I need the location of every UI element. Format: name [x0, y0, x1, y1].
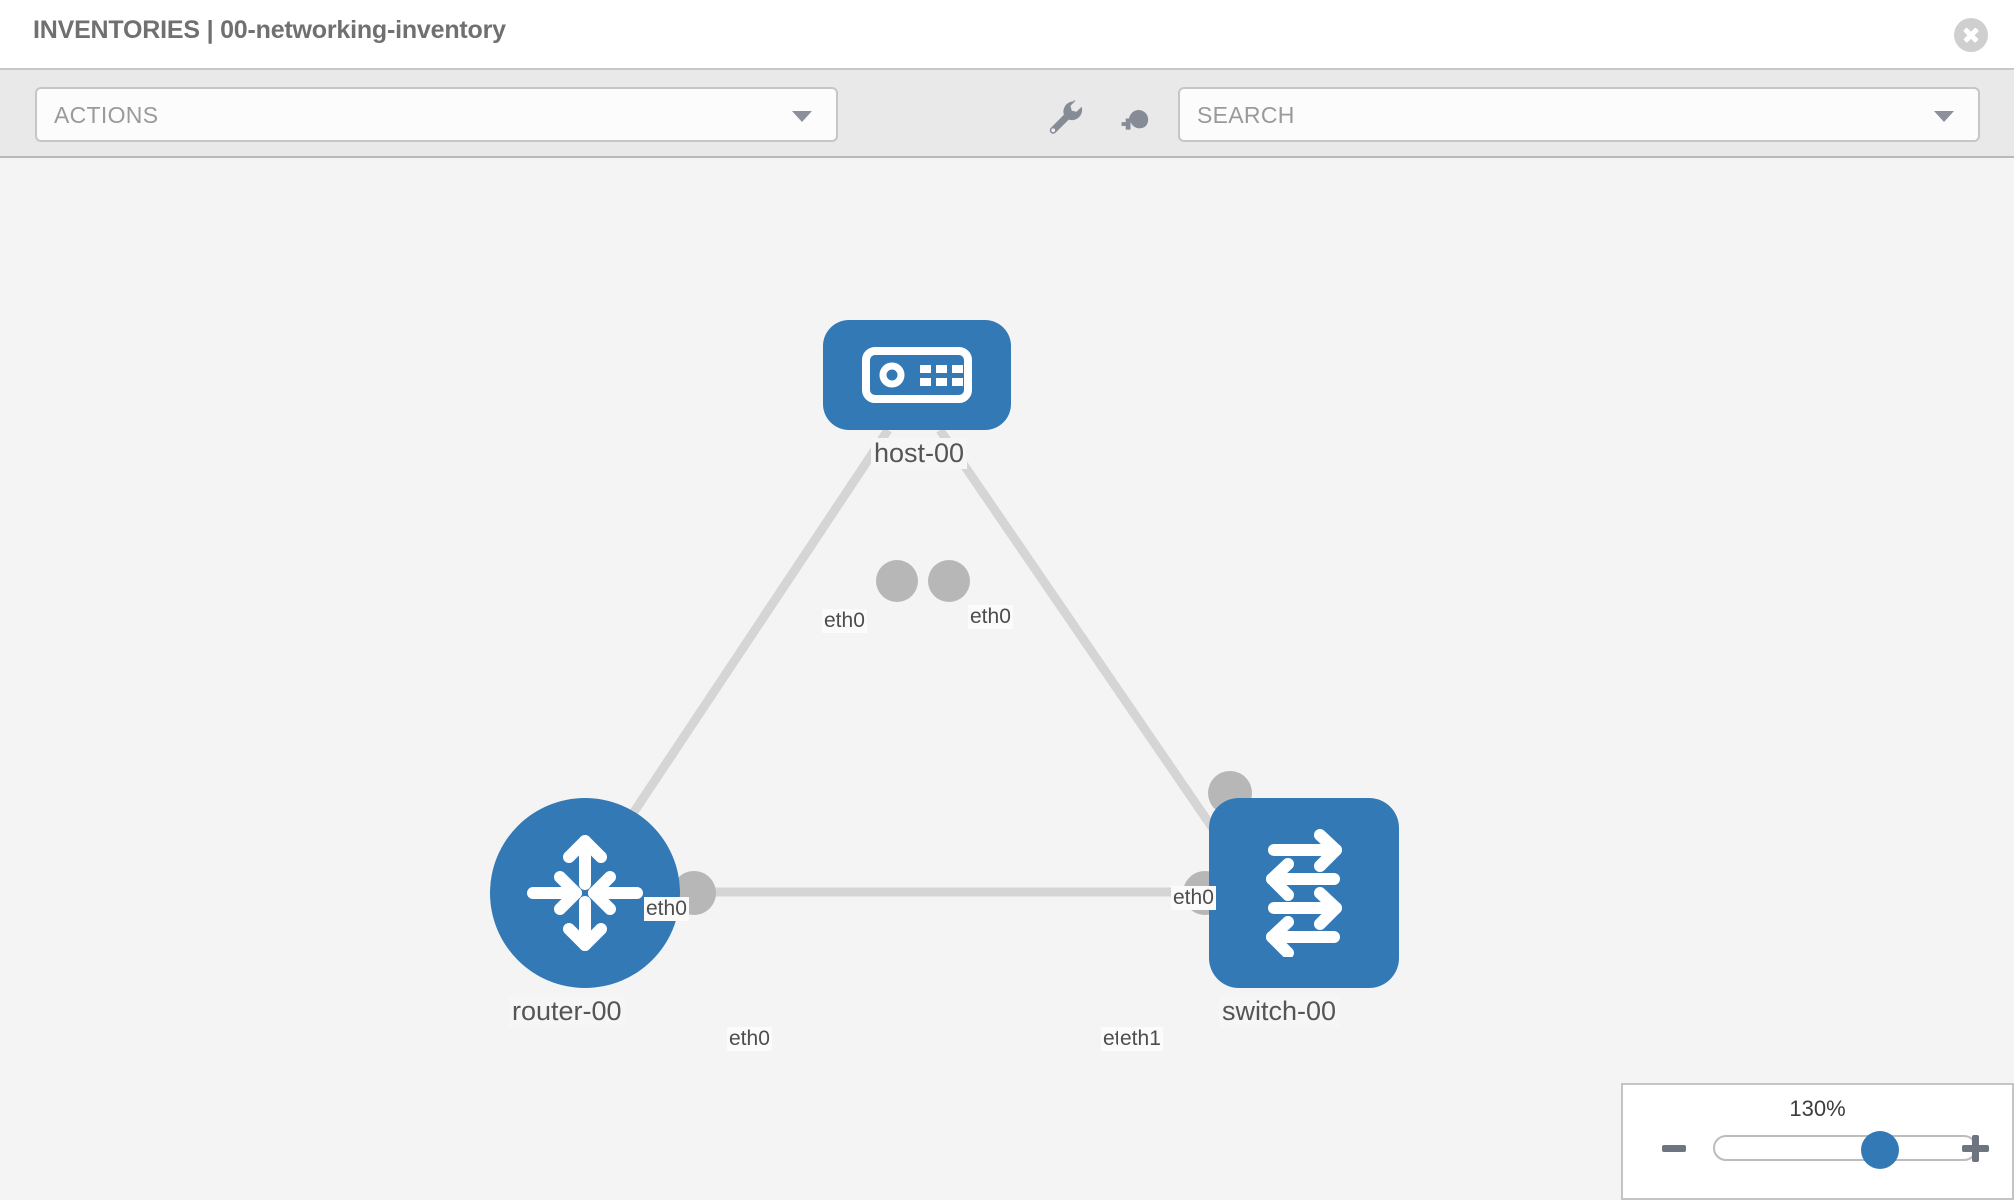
- zoom-level-value: 130%: [1789, 1096, 1846, 1121]
- node-router-00-shape[interactable]: [490, 798, 680, 988]
- edge-label-switch-upper: eth0: [1171, 886, 1216, 910]
- wrench-icon[interactable]: [1046, 98, 1084, 136]
- zoom-slider-track[interactable]: [1713, 1131, 1977, 1169]
- node-host-00[interactable]: host-00: [823, 320, 1011, 550]
- search-placeholder: SEARCH: [1197, 102, 1295, 128]
- chevron-down-icon[interactable]: [1934, 110, 1954, 122]
- plus-icon[interactable]: [1960, 1133, 1990, 1163]
- node-host-00-shape[interactable]: [823, 320, 1011, 430]
- toolbar: ACTIONS SEARCH: [0, 68, 2014, 158]
- edge-label-switch-left: eth1: [1118, 1027, 1163, 1051]
- minus-icon[interactable]: [1659, 1133, 1689, 1163]
- edge-label-router-upper: eth0: [644, 897, 689, 921]
- zoom-control-panel: 130%: [1621, 1083, 2014, 1200]
- close-icon[interactable]: [1954, 18, 1988, 52]
- actions-dropdown-label: ACTIONS: [54, 102, 159, 128]
- anchor-host-left[interactable]: [876, 560, 918, 602]
- anchor-host-right[interactable]: [928, 560, 970, 602]
- topology-canvas[interactable]: router-00 --> switch-00 --> switch-00 --…: [0, 158, 2014, 1200]
- node-switch-00[interactable]: switch-00: [1209, 798, 1399, 1028]
- chevron-down-icon: [792, 110, 812, 122]
- node-switch-00-label: switch-00: [1219, 996, 1340, 1027]
- node-switch-00-shape[interactable]: [1209, 798, 1399, 988]
- key-icon[interactable]: [1114, 98, 1152, 136]
- search-input[interactable]: SEARCH: [1178, 87, 1980, 142]
- topology-links: router-00 --> switch-00 --> switch-00 --…: [596, 427, 1237, 897]
- node-host-00-label: host-00: [871, 438, 968, 469]
- edge-label-switch-left-overlap: et: [1101, 1027, 1123, 1051]
- actions-dropdown[interactable]: ACTIONS: [35, 87, 838, 142]
- edge-label-host-right: eth0: [968, 605, 1013, 629]
- node-router-00-label: router-00: [509, 996, 625, 1027]
- zoom-slider-thumb[interactable]: [1861, 1131, 1899, 1169]
- switch-arrows-icon: [1266, 829, 1342, 957]
- page-header: INVENTORIES | 00-networking-inventory: [0, 0, 2014, 68]
- router-arrows-icon: [527, 835, 643, 951]
- page-title: INVENTORIES | 00-networking-inventory: [33, 16, 506, 44]
- server-appliance-icon: [862, 347, 972, 403]
- edge-label-router-right: eth0: [727, 1027, 772, 1051]
- node-router-00[interactable]: router-00: [490, 798, 680, 1028]
- edge-label-host-left: eth0: [822, 609, 867, 633]
